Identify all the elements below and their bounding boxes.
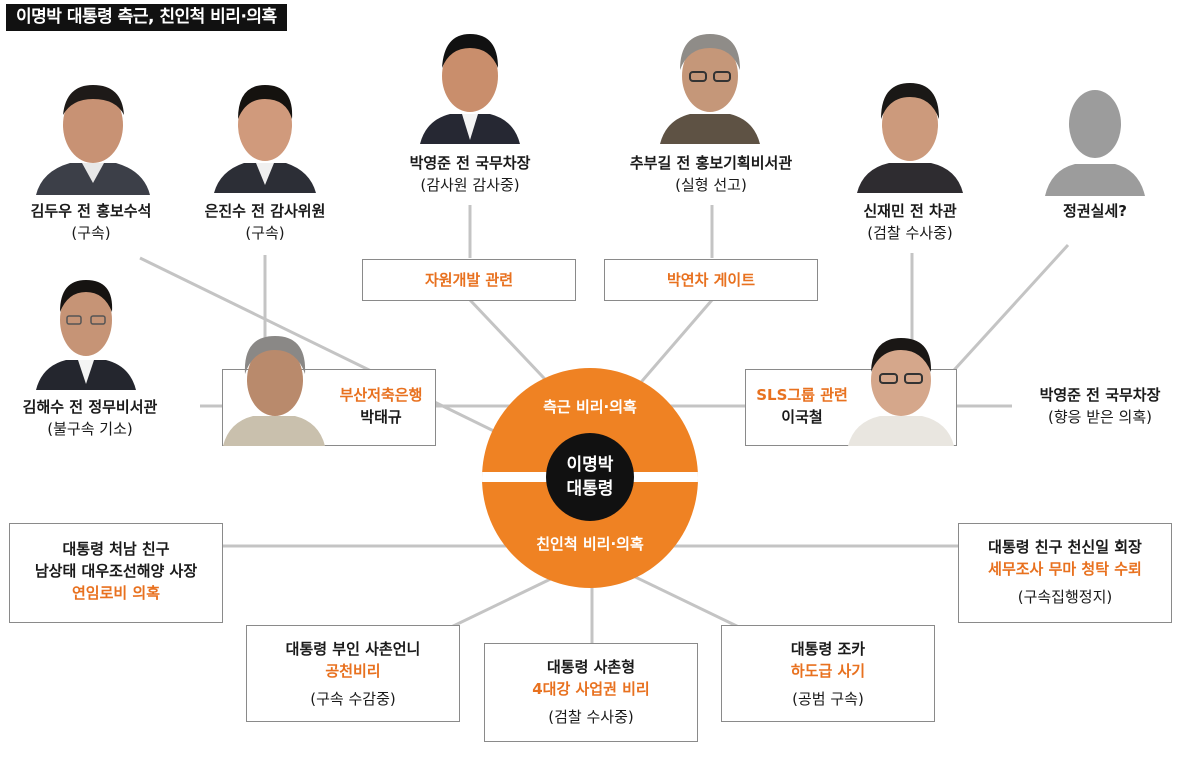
relative-person: 남상태 대우조선해양 사장	[34, 562, 198, 580]
busan-bank-person: 박태규	[360, 408, 402, 426]
caption-kim-haesu: 김해수 전 정무비서관 (불구속 기소)	[2, 396, 178, 440]
box-busan-savings-bank: 부산저축은행 박태규	[222, 336, 436, 446]
portrait-lee-gukcheol	[846, 330, 956, 446]
relative-relation: 대통령 사촌형	[546, 658, 636, 676]
caption-eun-jinsu: 은진수 전 감사위원 (구속)	[180, 200, 350, 244]
relative-relation: 대통령 조카	[790, 640, 866, 658]
diagram-title: 이명박 대통령 측근, 친인척 비리·의혹	[6, 4, 287, 31]
relative-allegation: 4대강 사업권 비리	[532, 680, 650, 698]
portrait-kim-duwoo	[30, 75, 156, 195]
person-name: 정권실세?	[1063, 202, 1127, 220]
box-wife-cousin: 대통령 부인 사촌언니 공천비리 (구속 수감중)	[246, 625, 460, 722]
topic-park-yeoncha-gate: 박연차 게이트	[604, 259, 818, 301]
person-name: 김해수 전 정무비서관	[22, 398, 158, 416]
person-status: (검찰 수사중)	[867, 224, 953, 242]
relative-allegation: 하도급 사기	[790, 662, 866, 680]
relative-allegation: 공천비리	[325, 662, 381, 680]
box-brother-in-law-friend: 대통령 처남 친구 남상태 대우조선해양 사장 연임로비 의혹	[9, 523, 223, 623]
relative-relation: 대통령 부인 사촌언니	[285, 640, 421, 658]
caption-unknown: 정권실세?	[1030, 200, 1160, 222]
portrait-shin-jaemin	[855, 75, 965, 193]
caption-kim-duwoo: 김두우 전 홍보수석 (구속)	[2, 200, 180, 244]
sls-group-person: 이국철	[781, 408, 823, 426]
relative-status: (구속 수감중)	[310, 690, 396, 708]
hub-center-line1: 이명박	[566, 455, 614, 475]
caption-park-youngjun-right: 박영준 전 국무차장 (향응 받은 의혹)	[1012, 384, 1188, 428]
sls-group-label: SLS그룹 관련	[756, 386, 848, 404]
hub-aides-label: 측근 비리·의혹	[543, 398, 637, 416]
person-name: 박영준 전 국무차장	[1039, 386, 1161, 404]
person-status: (구속)	[71, 224, 111, 242]
relative-allegation: 세무조사 무마 청탁 수뢰	[988, 560, 1142, 578]
person-name: 은진수 전 감사위원	[204, 202, 326, 220]
relative-relation: 대통령 친구 천신일 회장	[988, 538, 1142, 556]
person-name: 추부길 전 홍보기획비서관	[629, 154, 793, 172]
box-cousin-brother: 대통령 사촌형 4대강 사업권 비리 (검찰 수사중)	[484, 643, 698, 742]
relative-relation: 대통령 처남 친구	[62, 540, 170, 558]
person-status: (구속)	[245, 224, 285, 242]
hub-center-line2: 대통령	[566, 479, 614, 499]
busan-bank-label: 부산저축은행	[339, 386, 423, 404]
caption-chu-bugil: 추부길 전 홍보기획비서관 (실형 선고)	[600, 152, 822, 196]
central-hub: 측근 비리·의혹 친인척 비리·의혹 이명박 대통령	[482, 368, 698, 588]
person-status: (실형 선고)	[675, 176, 747, 194]
silhouette-unknown	[1045, 78, 1145, 196]
person-name: 신재민 전 차관	[863, 202, 957, 220]
box-nephew: 대통령 조카 하도급 사기 (공범 구속)	[721, 625, 935, 722]
person-status: (감사원 감사중)	[420, 176, 520, 194]
box-sls-group: SLS그룹 관련 이국철	[745, 338, 957, 446]
hub-center-president: 이명박 대통령	[546, 433, 634, 521]
caption-park-youngjun-top: 박영준 전 국무차장 (감사원 감사중)	[380, 152, 560, 196]
topic-resource-development: 자원개발 관련	[362, 259, 576, 301]
person-name: 김두우 전 홍보수석	[30, 202, 152, 220]
caption-shin-jaemin: 신재민 전 차관 (검찰 수사중)	[830, 200, 990, 244]
relative-status: (공범 구속)	[792, 690, 864, 708]
portrait-chu-bugil	[660, 28, 760, 144]
portrait-kim-haesu	[34, 272, 138, 390]
person-status: (향응 받은 의혹)	[1047, 408, 1153, 426]
person-status: (불구속 기소)	[47, 420, 133, 438]
portrait-park-youngjun	[420, 28, 520, 144]
relative-status: (검찰 수사중)	[548, 708, 634, 726]
relative-allegation: 연임로비 의혹	[71, 584, 161, 602]
box-friend-chairman: 대통령 친구 천신일 회장 세무조사 무마 청탁 수뢰 (구속집행정지)	[958, 523, 1172, 623]
hub-relatives-label: 친인척 비리·의혹	[536, 535, 644, 553]
person-name: 박영준 전 국무차장	[409, 154, 531, 172]
portrait-eun-jinsu	[212, 75, 318, 193]
portrait-park-taegyu	[223, 330, 325, 446]
relative-status: (구속집행정지)	[1017, 588, 1113, 606]
